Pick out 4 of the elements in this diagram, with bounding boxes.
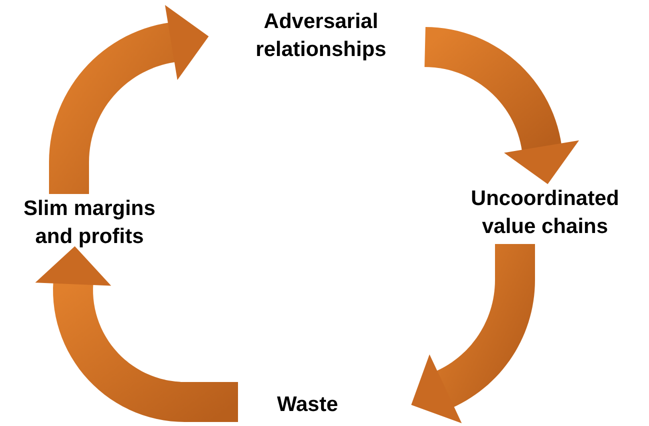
cycle-stage-label: Slim margins and profits	[2, 195, 177, 251]
cycle-stage-label: Uncoordinated value chains	[445, 185, 645, 241]
cycle-stage-label: Adversarial relationships	[216, 8, 426, 64]
cycle-stage-label: Waste	[240, 391, 375, 419]
